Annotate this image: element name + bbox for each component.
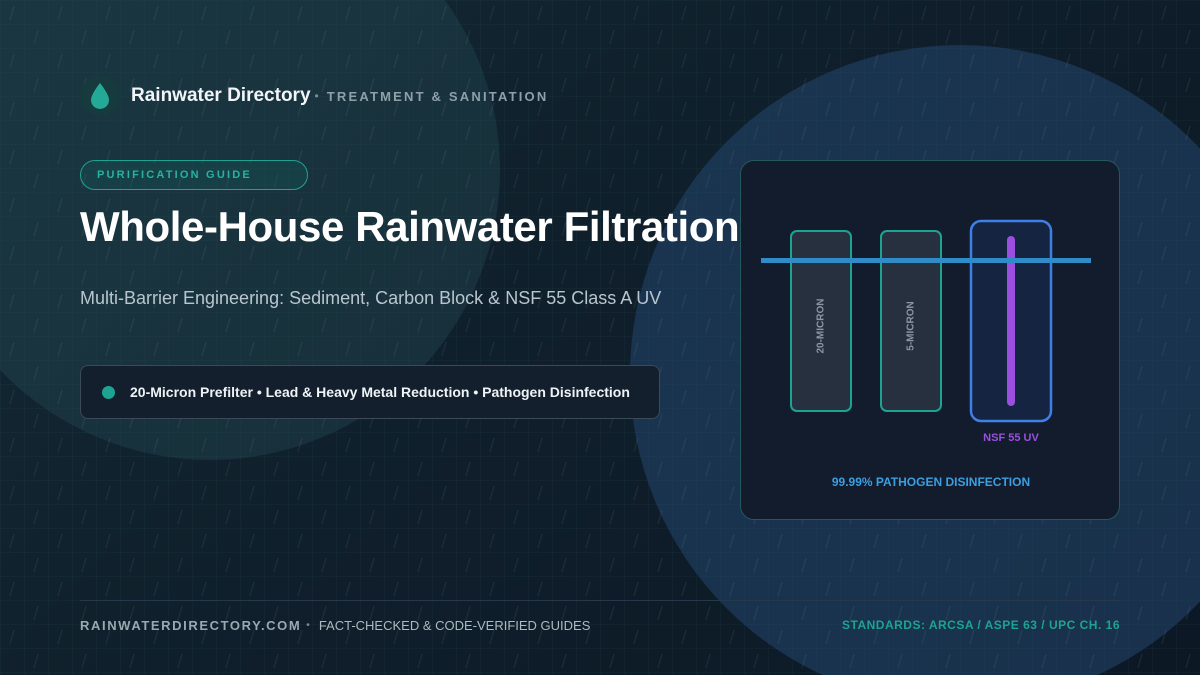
feature-summary: 20-Micron Prefilter • Lead & Heavy Metal… bbox=[80, 365, 660, 419]
uv-lamp bbox=[1007, 236, 1015, 406]
footer-tagline: FACT-CHECKED & CODE-VERIFIED GUIDES bbox=[318, 618, 591, 633]
section-label: TREATMENT & SANITATION bbox=[326, 88, 549, 104]
page-subtitle: Multi-Barrier Engineering: Sediment, Car… bbox=[80, 288, 662, 308]
category-badge: PURIFICATION GUIDE bbox=[80, 160, 308, 190]
filtration-diagram: 20-MICRON 5-MICRON NSF 55 UV 99.99% PATH… bbox=[740, 160, 1120, 520]
footer-divider bbox=[80, 600, 1120, 601]
site-link[interactable]: RAINWATERDIRECTORY.COM bbox=[80, 618, 302, 633]
carbon-cartridge-5-micron bbox=[880, 230, 942, 412]
feature-list: 20-Micron Prefilter • Lead & Heavy Metal… bbox=[130, 384, 630, 400]
brand-name[interactable]: Rainwater Directory bbox=[131, 85, 311, 106]
footer-separator: • bbox=[306, 620, 310, 631]
sediment-cartridge-20-micron bbox=[790, 230, 852, 412]
status-dot-icon bbox=[102, 385, 115, 399]
standards-label: STANDARDS: ARCSA / ASPE 63 / UPC CH. 16 bbox=[842, 618, 1120, 632]
water-pipe bbox=[761, 258, 1091, 263]
page-title: Whole-House Rainwater Filtration bbox=[80, 203, 740, 250]
stage-label-5-micron: 5-MICRON bbox=[906, 301, 917, 350]
stage-label-uv: NSF 55 UV bbox=[983, 432, 1039, 444]
water-drop-icon bbox=[80, 76, 120, 116]
diagram-graphic: 20-MICRON 5-MICRON NSF 55 UV 99.99% PATH… bbox=[761, 219, 1091, 489]
diagram-caption: 99.99% PATHOGEN DISINFECTION bbox=[832, 475, 1030, 489]
header-separator: • bbox=[314, 89, 319, 103]
header: Rainwater Directory • TREATMENT & SANITA… bbox=[80, 76, 548, 116]
footer-left: RAINWATERDIRECTORY.COM • FACT-CHECKED & … bbox=[80, 618, 590, 633]
stage-label-20-micron: 20-MICRON bbox=[816, 298, 827, 353]
